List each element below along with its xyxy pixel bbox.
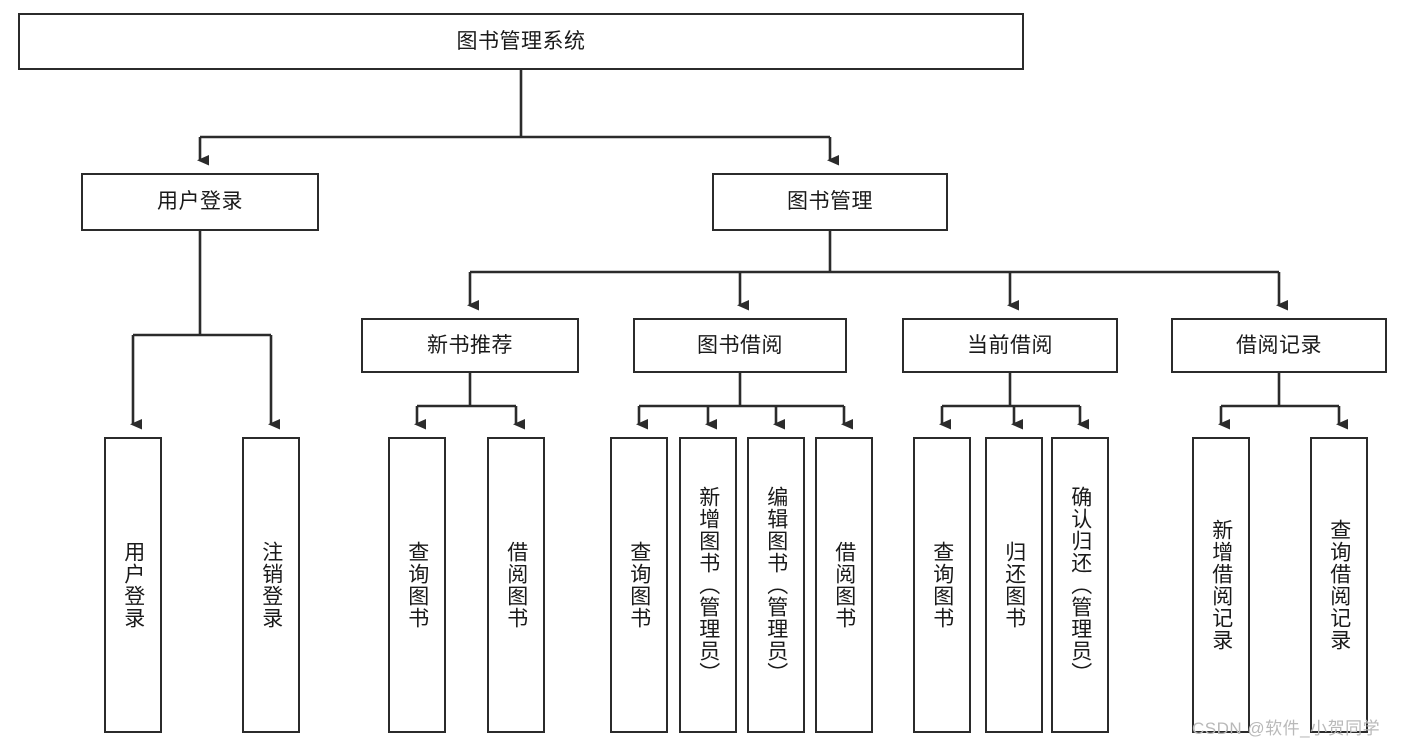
node-label: 图书管理 <box>787 190 873 214</box>
node-L12[interactable]: 新增借阅记录 <box>1192 437 1250 733</box>
node-n2b[interactable]: 图书管理 <box>712 173 948 231</box>
node-label: 用户登录 <box>121 541 145 629</box>
node-label: 确认归还（管理员） <box>1068 486 1092 684</box>
node-L7[interactable]: 编辑图书（管理员） <box>747 437 805 733</box>
node-n2a[interactable]: 用户登录 <box>81 173 319 231</box>
node-L10[interactable]: 归还图书 <box>985 437 1043 733</box>
node-n3b[interactable]: 图书借阅 <box>633 318 847 373</box>
node-L1[interactable]: 用户登录 <box>104 437 162 733</box>
node-label: 归还图书 <box>1002 541 1026 629</box>
node-label: 用户登录 <box>157 190 243 214</box>
node-n3c[interactable]: 当前借阅 <box>902 318 1118 373</box>
node-label: 查询图书 <box>627 541 651 629</box>
node-label: 查询图书 <box>405 541 429 629</box>
node-L6[interactable]: 新增图书（管理员） <box>679 437 737 733</box>
node-root[interactable]: 图书管理系统 <box>18 13 1024 70</box>
node-L13[interactable]: 查询借阅记录 <box>1310 437 1368 733</box>
node-L5[interactable]: 查询图书 <box>610 437 668 733</box>
csdn-watermark: CSDN @软件_小贺同学 <box>1192 719 1381 738</box>
node-label: 当前借阅 <box>967 333 1053 357</box>
node-label: 新增图书（管理员） <box>696 486 720 684</box>
node-label: 查询图书 <box>930 541 954 629</box>
node-label: 借阅图书 <box>832 541 856 629</box>
node-label: 新书推荐 <box>427 333 513 357</box>
node-L11[interactable]: 确认归还（管理员） <box>1051 437 1109 733</box>
node-label: 新增借阅记录 <box>1209 519 1233 651</box>
node-L8[interactable]: 借阅图书 <box>815 437 873 733</box>
node-L9[interactable]: 查询图书 <box>913 437 971 733</box>
node-label: 图书管理系统 <box>456 29 586 53</box>
node-label: 借阅记录 <box>1236 333 1322 357</box>
node-label: 注销登录 <box>259 541 283 629</box>
node-L3[interactable]: 查询图书 <box>388 437 446 733</box>
node-L2[interactable]: 注销登录 <box>242 437 300 733</box>
node-L4[interactable]: 借阅图书 <box>487 437 545 733</box>
node-label: 编辑图书（管理员） <box>764 486 788 684</box>
node-label: 查询借阅记录 <box>1327 519 1351 651</box>
node-label: 图书借阅 <box>697 333 783 357</box>
node-n3d[interactable]: 借阅记录 <box>1171 318 1387 373</box>
node-n3a[interactable]: 新书推荐 <box>361 318 579 373</box>
node-label: 借阅图书 <box>504 541 528 629</box>
